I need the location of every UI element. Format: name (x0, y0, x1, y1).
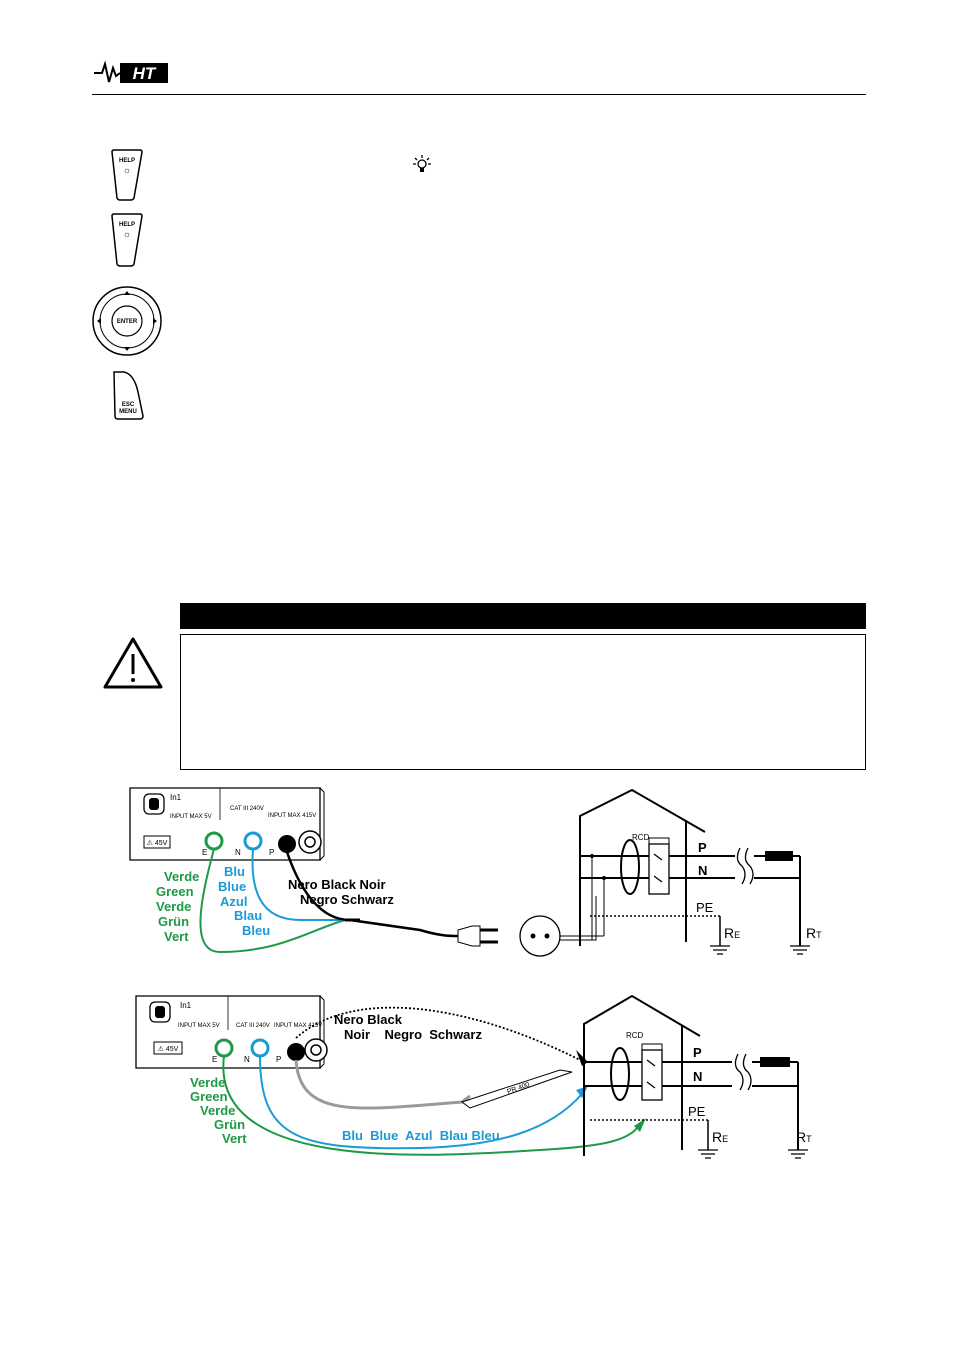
svg-text:INPUT MAX 415V: INPUT MAX 415V (274, 1023, 322, 1029)
terminal-e (204, 831, 224, 851)
svg-text:PE: PE (688, 1104, 706, 1119)
warning-title-bar (180, 603, 866, 629)
instrument-panel: In1 INPUT MAX 5V CAT III 240V INPUT MAX … (135, 995, 328, 1069)
svg-text:Blau: Blau (234, 908, 262, 923)
svg-text:Verde: Verde (164, 869, 199, 884)
svg-text:INPUT MAX 5V: INPUT MAX 5V (170, 814, 212, 820)
connection-diagram-schuko: In1 INPUT MAX 5V CAT III 240V INPUT MAX … (129, 787, 822, 957)
logo-text: HT (133, 64, 157, 83)
svg-text:MENU: MENU (119, 409, 137, 415)
warning-box (180, 634, 866, 770)
svg-text:Blue: Blue (218, 879, 246, 894)
schuko-plug-icon (457, 915, 561, 957)
svg-text:☼: ☼ (123, 165, 131, 175)
svg-text:HELP: HELP (119, 158, 135, 164)
svg-text:RCD: RCD (626, 1031, 644, 1040)
help-key-icon: HELP ☼ (111, 213, 143, 267)
svg-text:In1: In1 (180, 1001, 192, 1010)
warning-triangle-icon (103, 637, 163, 689)
connection-diagram-three-leads: In1 INPUT MAX 5V CAT III 240V INPUT MAX … (135, 994, 812, 1159)
svg-text:CAT III 240V: CAT III 240V (230, 806, 264, 812)
svg-text:Azul: Azul (220, 894, 247, 909)
svg-text:⚠ 45V: ⚠ 45V (147, 839, 168, 847)
header-rule (92, 94, 866, 95)
svg-text:Grün: Grün (214, 1117, 245, 1132)
svg-text:Vert: Vert (222, 1131, 247, 1146)
svg-text:RE: RE (712, 1129, 728, 1145)
svg-text:Nero Black Noir: Nero Black Noir (288, 877, 386, 892)
svg-text:E: E (202, 848, 207, 857)
svg-text:Vert: Vert (164, 929, 189, 944)
svg-text:Green: Green (156, 884, 194, 899)
svg-text:Verde: Verde (200, 1103, 235, 1118)
svg-text:N: N (693, 1069, 702, 1084)
re-label: RE (724, 925, 740, 941)
ht-logo: HT (94, 60, 168, 83)
svg-text:N: N (244, 1055, 250, 1064)
electrical-installation: RCD P N PE RE RT (583, 994, 812, 1159)
electrical-installation: RCD P N PE RE RT (560, 788, 822, 955)
svg-text:Nero Black: Nero Black (334, 1012, 403, 1027)
svg-text:HELP: HELP (119, 222, 135, 228)
svg-text:Negro Schwarz: Negro Schwarz (300, 892, 394, 907)
svg-text:P: P (276, 1055, 281, 1064)
terminal-p (278, 835, 296, 853)
terminal-n (243, 831, 263, 851)
enter-label: ENTER (117, 319, 138, 325)
svg-text:P: P (693, 1045, 702, 1060)
svg-text:CAT III 240V: CAT III 240V (236, 1023, 270, 1029)
svg-text:INPUT MAX 5V: INPUT MAX 5V (178, 1023, 220, 1029)
backlight-bulb-icon (413, 155, 431, 172)
svg-text:ESC: ESC (122, 402, 135, 408)
svg-text:RT: RT (796, 1129, 812, 1145)
svg-text:Verde: Verde (190, 1075, 225, 1090)
rcd-label: RCD (632, 833, 650, 842)
rt-label: RT (806, 925, 822, 941)
svg-text:Grün: Grün (158, 914, 189, 929)
svg-text:⚠ 45V: ⚠ 45V (158, 1045, 179, 1053)
instrument-panel: In1 INPUT MAX 5V CAT III 240V INPUT MAX … (129, 787, 325, 861)
svg-text:Green: Green (190, 1089, 228, 1104)
svg-text:Bleu: Bleu (242, 923, 270, 938)
svg-text:Noir Negro Schwarz: Noir Negro Schwarz (344, 1027, 482, 1042)
svg-text:Verde: Verde (156, 899, 191, 914)
svg-text:Blu: Blu (224, 864, 245, 879)
svg-text:Blu Blue Azul Blau Bleu: Blu Blue Azul Blau Bleu (342, 1128, 500, 1143)
svg-text:INPUT MAX 415V: INPUT MAX 415V (268, 813, 316, 819)
svg-text:☼: ☼ (123, 229, 131, 239)
esc-menu-key-icon: ESC MENU (113, 371, 144, 420)
svg-text:PE: PE (696, 900, 714, 915)
input-label: In1 (170, 793, 182, 802)
svg-text:E: E (212, 1055, 217, 1064)
svg-text:N: N (698, 863, 707, 878)
svg-text:P: P (698, 840, 707, 855)
svg-text:P: P (269, 848, 274, 857)
svg-text:N: N (235, 848, 241, 857)
help-key-icon: HELP ☼ (111, 149, 143, 201)
enter-navigation-pad-icon: ENTER (92, 286, 162, 356)
